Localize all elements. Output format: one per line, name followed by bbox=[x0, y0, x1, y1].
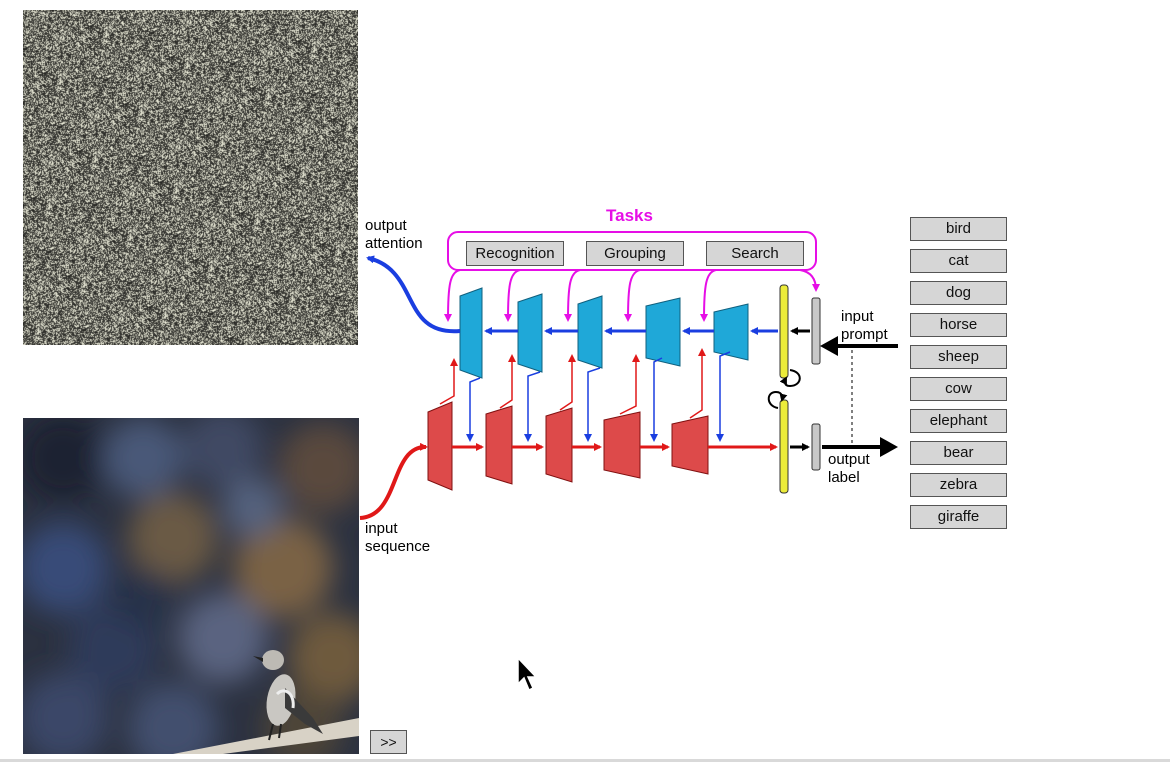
class-button-horse[interactable]: horse bbox=[910, 313, 1007, 337]
task-recognition-button[interactable]: Recognition bbox=[466, 241, 564, 266]
task-arrows bbox=[444, 269, 820, 322]
tasks-title: Tasks bbox=[606, 206, 653, 225]
class-button-cat[interactable]: cat bbox=[910, 249, 1007, 273]
bottom-up-arrows bbox=[439, 348, 706, 419]
tasks-bracket bbox=[447, 231, 817, 271]
class-button-elephant[interactable]: elephant bbox=[910, 409, 1007, 433]
top-down-arrows bbox=[466, 351, 731, 442]
io-bars bbox=[811, 297, 821, 471]
output-label-label: output label bbox=[828, 451, 870, 486]
bottom-pathway-arrows bbox=[359, 442, 778, 520]
task-grouping-button[interactable]: Grouping bbox=[586, 241, 684, 266]
class-button-sheep[interactable]: sheep bbox=[910, 345, 1007, 369]
io-arrows bbox=[790, 327, 898, 457]
class-button-giraffe[interactable]: giraffe bbox=[910, 505, 1007, 529]
class-button-zebra[interactable]: zebra bbox=[910, 473, 1007, 497]
output-attention-label: output attention bbox=[365, 217, 423, 252]
class-button-cow[interactable]: cow bbox=[910, 377, 1007, 401]
class-button-dog[interactable]: dog bbox=[910, 281, 1007, 305]
bird-figure bbox=[253, 650, 323, 741]
bottom-pathway-blocks bbox=[427, 401, 709, 491]
memory-bars bbox=[779, 284, 789, 494]
memory-loops bbox=[767, 369, 801, 409]
class-button-bird[interactable]: bird bbox=[910, 217, 1007, 241]
mouse-cursor-icon bbox=[517, 656, 538, 692]
next-button[interactable]: >> bbox=[370, 730, 407, 754]
top-pathway-arrows bbox=[366, 255, 778, 335]
input-prompt-label: input prompt bbox=[841, 308, 888, 343]
top-pathway-blocks bbox=[459, 287, 749, 379]
input-sequence-label: input sequence bbox=[365, 520, 431, 555]
window-bottom-border bbox=[0, 759, 1170, 762]
class-button-bear[interactable]: bear bbox=[910, 441, 1007, 465]
input-sequence-image bbox=[23, 418, 359, 754]
attention-output-image bbox=[23, 10, 358, 345]
task-search-button[interactable]: Search bbox=[706, 241, 804, 266]
